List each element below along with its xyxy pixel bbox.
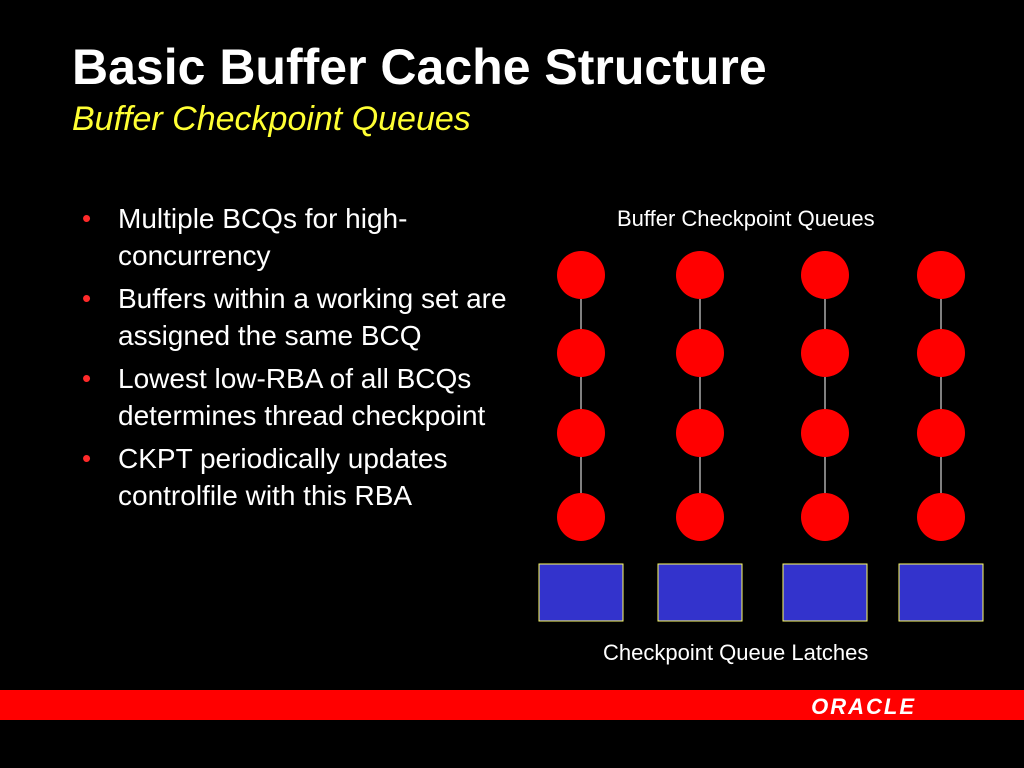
- bullet-list: • Multiple BCQs for high-concurrency • Buf…: [82, 200, 512, 520]
- buffer-node: [917, 251, 965, 299]
- bullet-item: • CKPT periodically updates controlfile w…: [82, 440, 512, 514]
- buffer-node: [801, 409, 849, 457]
- buffer-node: [557, 409, 605, 457]
- queue-latch: [538, 563, 624, 622]
- bullet-text: Buffers within a working set are assigne…: [118, 283, 507, 351]
- latches-label: Checkpoint Queue Latches: [603, 640, 869, 665]
- buffer-node: [676, 493, 724, 541]
- queues-label: Buffer Checkpoint Queues: [617, 206, 875, 231]
- bullet-icon: •: [82, 443, 92, 473]
- bullet-icon: •: [82, 203, 92, 233]
- buffer-node: [801, 329, 849, 377]
- buffer-node: [676, 409, 724, 457]
- buffer-node: [557, 493, 605, 541]
- buffer-node: [557, 329, 605, 377]
- buffer-node: [917, 409, 965, 457]
- bullet-text: Multiple BCQs for high-concurrency: [118, 203, 408, 271]
- buffer-node: [676, 251, 724, 299]
- queue-latch: [657, 563, 743, 622]
- buffer-node: [557, 251, 605, 299]
- bullet-icon: •: [82, 363, 92, 393]
- slide-subtitle: Buffer Checkpoint Queues: [72, 100, 471, 138]
- bullet-text: CKPT periodically updates controlfile wi…: [118, 443, 448, 511]
- slide-title: Basic Buffer Cache Structure: [72, 39, 767, 95]
- bullet-item: • Buffers within a working set are assign…: [82, 280, 512, 354]
- buffer-node: [917, 329, 965, 377]
- buffer-node: [676, 329, 724, 377]
- queue-latch: [782, 563, 868, 622]
- bullet-icon: •: [82, 283, 92, 313]
- buffer-node: [801, 251, 849, 299]
- bullet-item: • Multiple BCQs for high-concurrency: [82, 200, 512, 274]
- bullet-text: Lowest low-RBA of all BCQs determines th…: [118, 363, 486, 431]
- buffer-node: [801, 493, 849, 541]
- oracle-logo: ORACLE: [811, 694, 916, 719]
- buffer-node: [917, 493, 965, 541]
- bullet-item: • Lowest low-RBA of all BCQs determines t…: [82, 360, 512, 434]
- footer-bar: [0, 690, 1024, 720]
- queue-latch: [898, 563, 984, 622]
